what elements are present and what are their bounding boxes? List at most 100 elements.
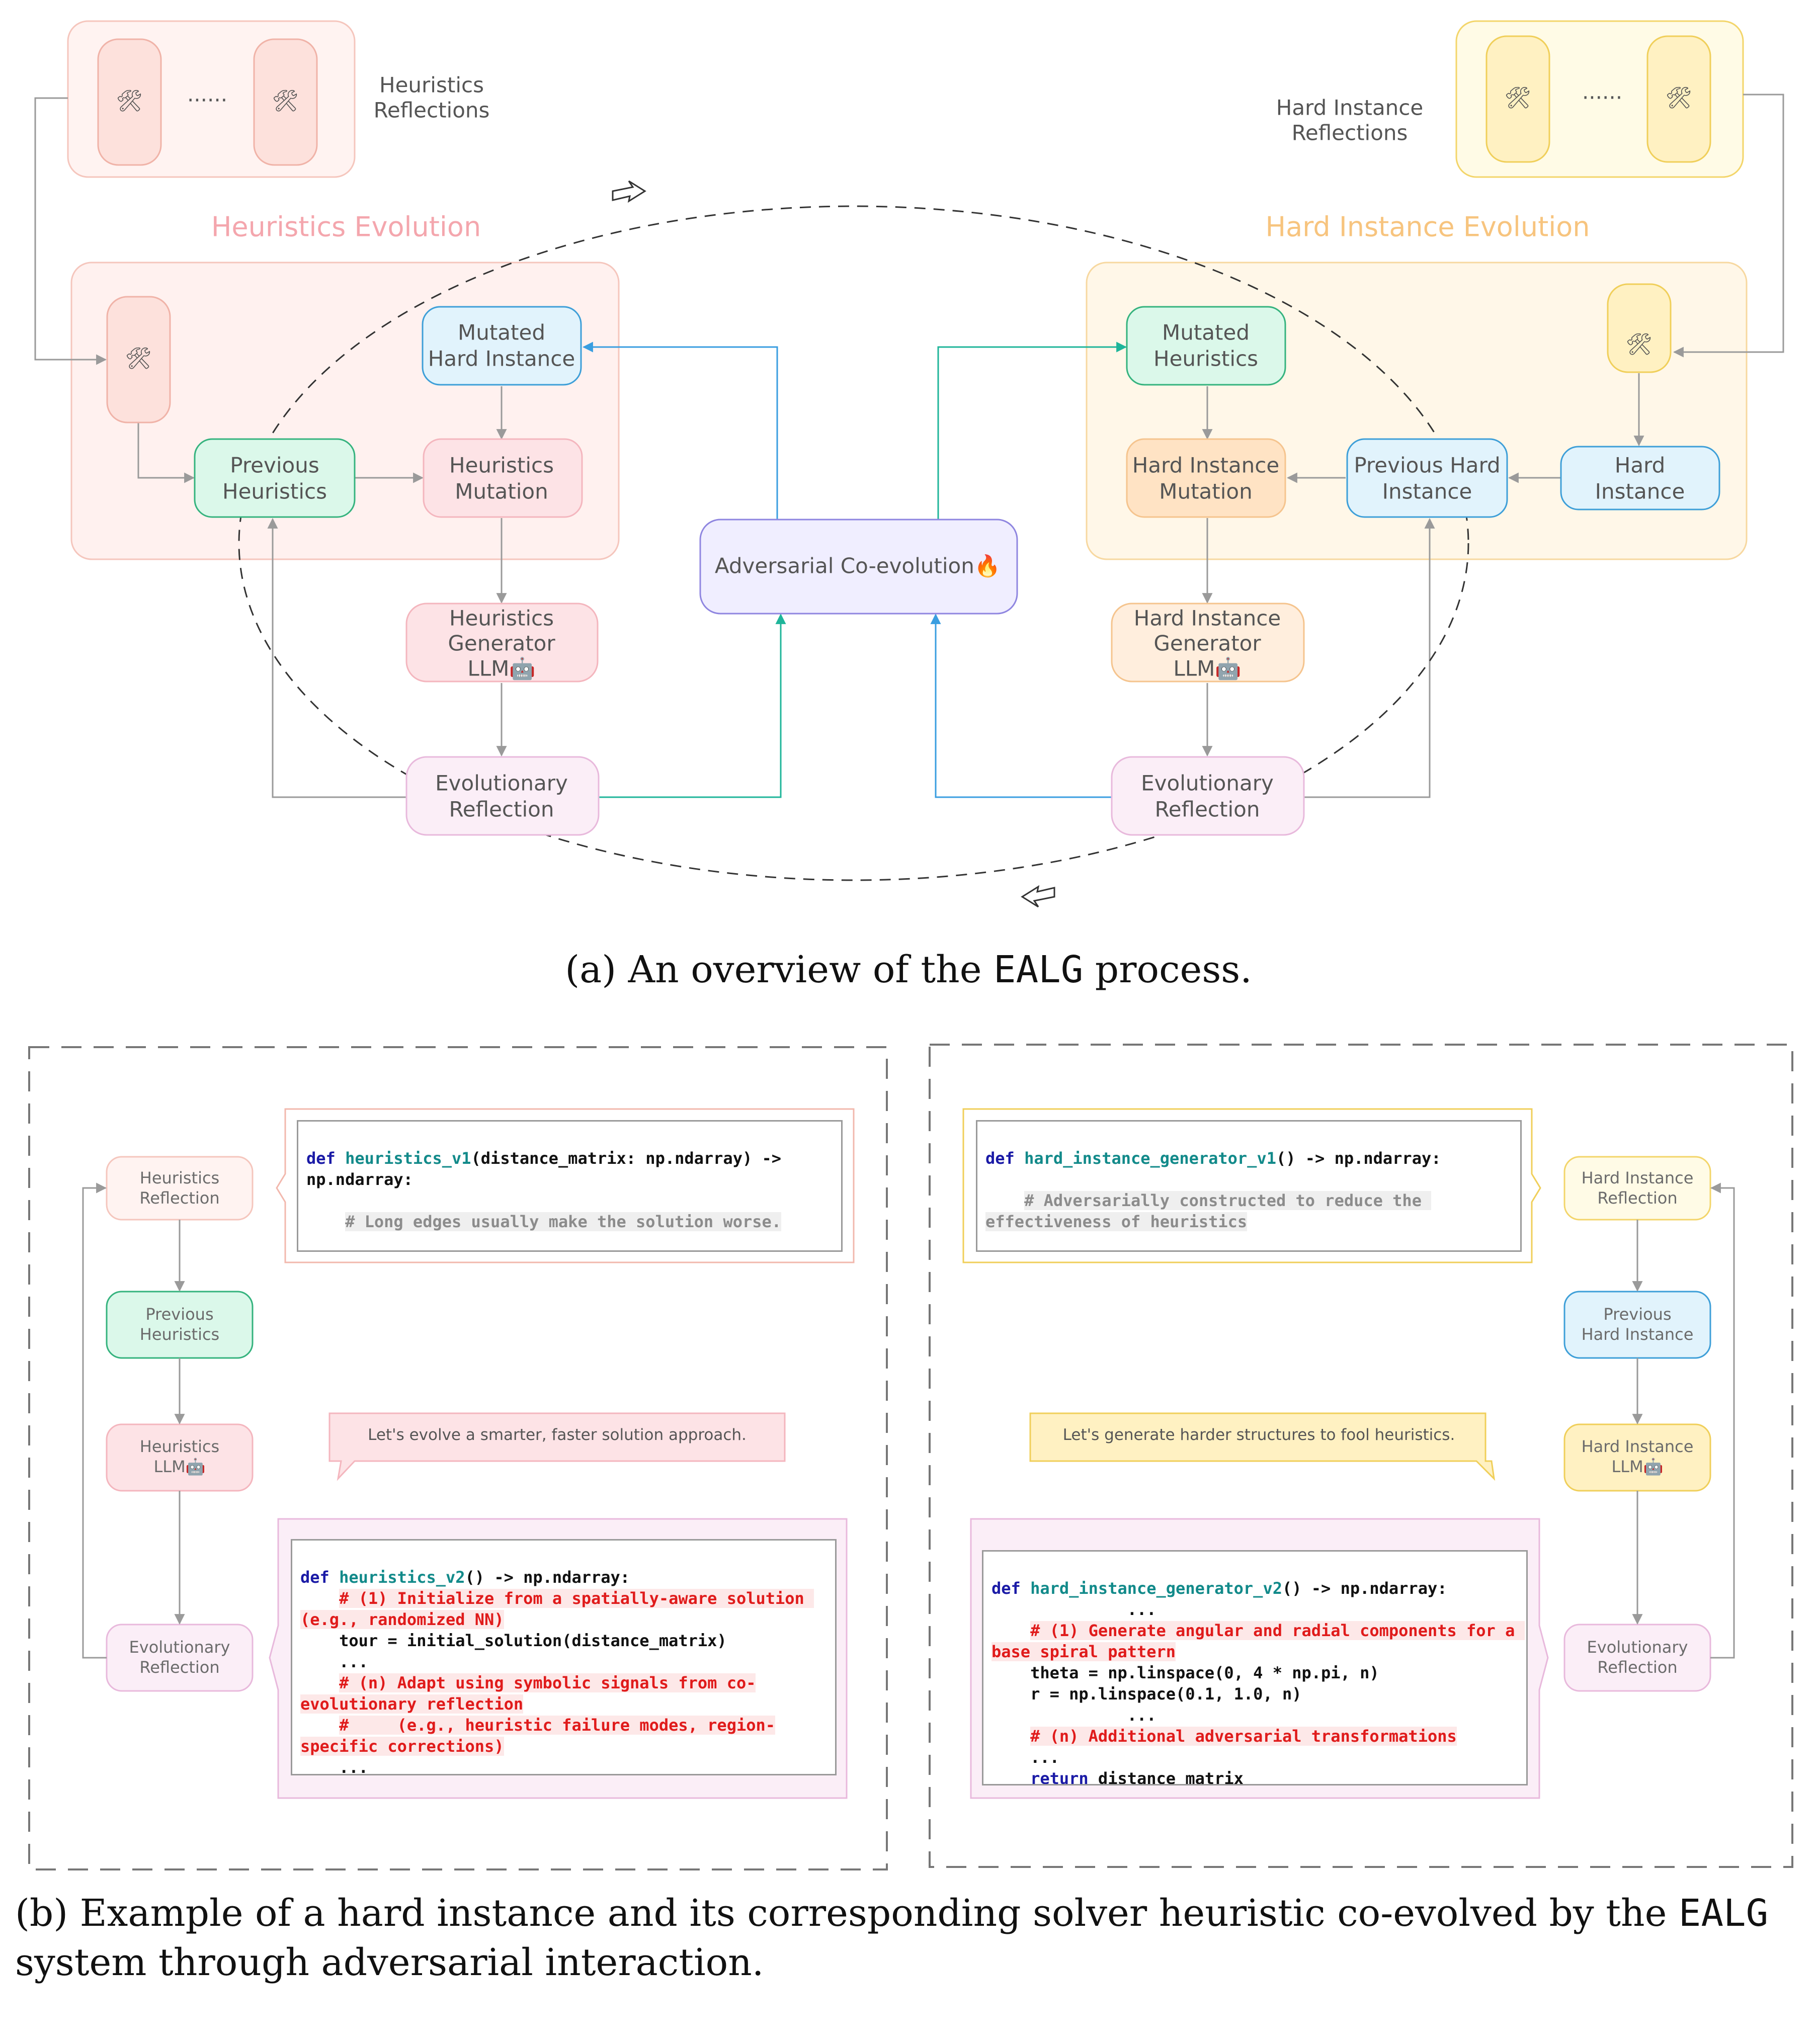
previous-hard-instance-label: Instance xyxy=(1382,479,1472,504)
reflection-to-previous-line xyxy=(267,518,407,798)
flow-label: Evolutionary xyxy=(1587,1638,1688,1657)
flow-label: Heuristics xyxy=(140,1325,219,1344)
heuristics-evolution-title: Heuristics Evolution xyxy=(211,211,481,243)
center-to-mutated-hard-instance-arrow xyxy=(582,342,778,519)
hard-instance-bubble-text: Let's generate harder structures to fool… xyxy=(1062,1426,1455,1444)
heuristic-tool-card xyxy=(253,38,318,166)
flow-label: Heuristics xyxy=(140,1437,219,1456)
hard-instance-generator-label: Hard Instance xyxy=(1134,606,1281,631)
evolutionary-reflection-label: Evolutionary xyxy=(435,771,568,796)
hard-instance-example-frame xyxy=(929,1044,1793,1868)
evolutionary-reflection-label: Evolutionary xyxy=(1141,771,1274,796)
flow-label: Reflection xyxy=(139,1188,219,1208)
mutated-hard-instance-label: Mutated xyxy=(458,320,545,345)
flow-label: Hard Instance xyxy=(1582,1325,1694,1344)
mutated-heuristics-label: Heuristics xyxy=(1153,347,1258,371)
caption-a: (a) An overview of the EALG process. xyxy=(565,948,1252,991)
flow-label: Hard Instance xyxy=(1582,1168,1694,1187)
heuristics-bubble-text: Let's evolve a smarter, faster solution … xyxy=(368,1426,747,1444)
tool-icon: 🛠 xyxy=(1504,86,1531,110)
tool-icon: 🛠 xyxy=(125,346,151,371)
evolutionary-reflection-label: Reflection xyxy=(449,797,554,822)
speech-bubble xyxy=(1029,1412,1496,1481)
heuristics-mutation-node xyxy=(423,438,583,518)
hard-instance-node xyxy=(1560,446,1720,510)
heuristics-mutation-label: Heuristics xyxy=(449,453,554,478)
right-reflection-to-center-arrow xyxy=(930,613,1112,798)
hard-instance-tool-card xyxy=(1646,35,1711,163)
caption-b: (b) Example of a hard instance and its c… xyxy=(15,1892,1769,1984)
tool-icon: 🛠 xyxy=(1625,332,1652,357)
tool-icon: 🛠 xyxy=(116,89,142,113)
hard-instance-reflections-label: Reflections xyxy=(1292,121,1408,145)
co-evolution-loop xyxy=(238,205,1469,881)
evolutionary-reflection-node xyxy=(405,756,600,836)
flow-label: Previous xyxy=(145,1305,213,1324)
ellipsis: ...... xyxy=(187,82,227,107)
previous-hard-instance-label: Previous Hard xyxy=(1354,453,1500,478)
heuristics-generator-label: Heuristics xyxy=(449,606,554,631)
hard-instance-tool-card xyxy=(1485,35,1550,163)
speech-bubble xyxy=(328,1412,786,1481)
ellipsis: ...... xyxy=(1582,79,1622,104)
mutated-heuristics-node xyxy=(1126,306,1286,386)
previous-heuristics-node xyxy=(194,438,356,518)
mutated-heuristics-label: Mutated xyxy=(1162,320,1250,345)
hard-instance-label: Instance xyxy=(1595,479,1685,504)
loop-direction-arrow-icon xyxy=(612,180,646,203)
flow-label: Previous xyxy=(1603,1305,1671,1324)
evolutionary-reflection-label: Reflection xyxy=(1155,797,1260,822)
hard-instance-generator-llm-node xyxy=(1111,603,1305,683)
left-reflection-to-center-arrow xyxy=(599,613,786,798)
heuristic-tool-node xyxy=(106,296,171,423)
flow-label: Hard Instance xyxy=(1582,1437,1694,1456)
evolutionary-reflection-node xyxy=(1111,756,1305,836)
eal-overview-diagram: 🛠 ...... 🛠 Heuristics Reflections 🛠 ....… xyxy=(34,20,1784,908)
hard-instance-mutation-label: Mutation xyxy=(1159,479,1253,504)
hard-instance-generator-label: Generator xyxy=(1153,631,1261,656)
tool-icon: 🛠 xyxy=(272,89,298,113)
adversarial-co-evolution-node xyxy=(699,519,1018,615)
reflection-to-previous-line xyxy=(1303,518,1435,798)
heuristics-reflections-label: Reflections xyxy=(374,98,490,123)
reflection-feed-line xyxy=(1673,94,1784,358)
hard-instance-generator-label: LLM🤖 xyxy=(1173,656,1241,681)
hard-instance-mutation-label: Hard Instance xyxy=(1132,453,1280,478)
previous-hard-instance-node xyxy=(1346,438,1508,518)
reflection-feed-line xyxy=(34,97,107,365)
co-evolution-example-diagram: Heuristics Reflection Previous Heuristic… xyxy=(28,1044,1793,1870)
adversarial-co-evolution-label: Adversarial Co-evolution🔥 xyxy=(715,554,1001,578)
heuristics-v1-code: def heuristics_v1(distance_matrix: np.nd… xyxy=(297,1120,843,1252)
previous-heuristics-label: Heuristics xyxy=(222,479,327,504)
flow-label: Heuristics xyxy=(140,1168,219,1187)
hard-instance-evolution-title: Hard Instance Evolution xyxy=(1265,211,1590,243)
heuristics-mutation-label: Mutation xyxy=(455,479,548,504)
mutated-hard-instance-label: Hard Instance xyxy=(428,347,575,371)
flow-label: Reflection xyxy=(1597,1188,1677,1208)
hard-instance-v1-code: def hard_instance_generator_v1() -> np.n… xyxy=(976,1120,1522,1252)
tool-to-previous-line xyxy=(137,422,195,483)
heuristics-example-frame xyxy=(28,1046,888,1870)
tool-icon: 🛠 xyxy=(1665,86,1692,110)
flow-loop-arrow xyxy=(1710,1182,1735,1659)
mutated-hard-instance-node xyxy=(422,306,582,386)
hard-instance-v2-code: def hard_instance_generator_v2() -> np.n… xyxy=(982,1550,1528,1785)
hard-instance-mutation-node xyxy=(1126,438,1286,518)
heuristics-generator-llm-node xyxy=(405,603,599,683)
flow-label: Reflection xyxy=(139,1658,219,1677)
previous-heuristics-label: Previous xyxy=(230,453,319,478)
center-to-mutated-heuristics-arrow xyxy=(937,342,1127,519)
hard-instance-tool-node xyxy=(1607,283,1672,373)
heuristics-generator-label: Generator xyxy=(448,631,555,656)
heuristics-v2-code: def heuristics_v2() -> np.ndarray: # (1)… xyxy=(291,1539,837,1775)
heuristic-tool-card xyxy=(97,38,162,166)
flow-label: Evolutionary xyxy=(129,1638,230,1657)
flow-loop-arrow xyxy=(82,1182,107,1659)
hard-instance-reflections-label: Hard Instance xyxy=(1276,96,1424,120)
heuristics-generator-label: LLM🤖 xyxy=(467,656,535,681)
hard-instance-label: Hard xyxy=(1615,453,1666,478)
flow-label: LLM🤖 xyxy=(153,1457,205,1476)
flow-label: Reflection xyxy=(1597,1658,1677,1677)
flow-label: LLM🤖 xyxy=(1611,1457,1663,1476)
heuristics-reflections-label: Heuristics xyxy=(379,73,484,98)
